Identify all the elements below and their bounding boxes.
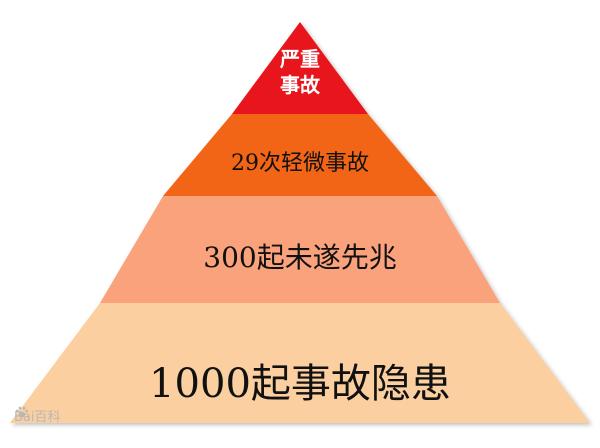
watermark-text-right: 百科 — [34, 410, 61, 425]
tier-third — [100, 196, 500, 303]
tier-top — [232, 22, 368, 114]
tier-top-label-line1: 严重 — [280, 47, 320, 71]
baidu-baike-watermark: Bai 百科 — [14, 406, 61, 425]
tier-bottom-label: 1000起事故隐患 — [149, 361, 451, 407]
tier-second-label: 29次轻微事故 — [231, 151, 369, 176]
tier-second — [163, 114, 437, 196]
tier-bottom — [10, 303, 590, 423]
tier-top-label-line2: 事故 — [280, 73, 320, 97]
tier-third-label: 300起未遂先兆 — [203, 241, 397, 274]
paw-icon — [15, 406, 29, 418]
tier-top-label: 严重 事故 — [0, 46, 600, 98]
